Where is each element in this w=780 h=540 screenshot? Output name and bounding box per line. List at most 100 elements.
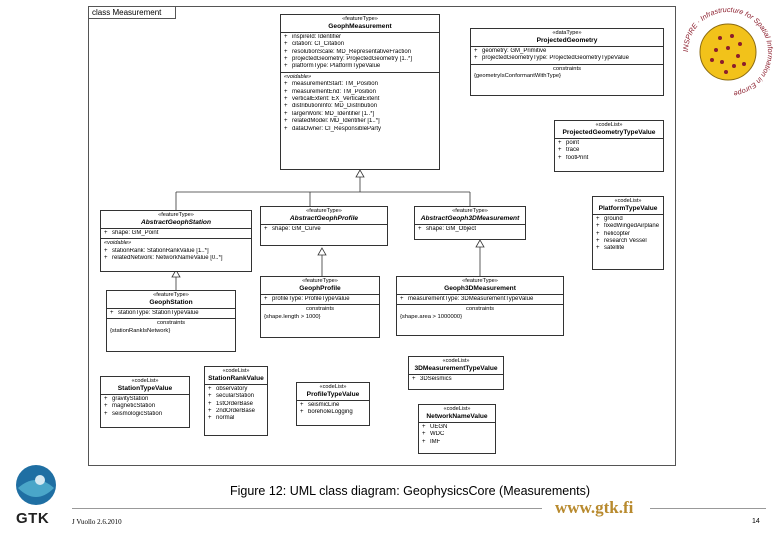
attribute-list: +profileType: ProfileTypeValue: [261, 295, 379, 306]
row-text: inspireId: Identifier: [292, 33, 342, 40]
code-value: +normal: [208, 415, 264, 422]
class-stationtypevalue: «codeList» StationTypeValue +gravityStat…: [100, 376, 190, 428]
voidable-label: «voidable»: [284, 73, 312, 80]
stereotype-label: «featureType»: [302, 278, 338, 284]
class-abstractgeophstation: «featureType» AbstractGeophStation +shap…: [100, 210, 252, 272]
row-text: projectedGeometryType: ProjectedGeometry…: [482, 55, 629, 62]
row-text: relatedModel: MD_Identifier [1..*]: [292, 118, 380, 125]
code-value: +fixedWingedAirplane: [596, 223, 660, 230]
attribute-row: +relatedNetwork: NetworkNameValue [0..*]: [104, 255, 248, 262]
class-name: AbstractGeoph3DMeasurement: [420, 215, 520, 223]
stereotype-label: «codeList»: [595, 122, 623, 128]
visibility-marker: +: [104, 410, 108, 417]
page-number: 14: [752, 518, 760, 525]
value-list: +3DSeismics: [409, 375, 503, 384]
row-text: shape: GM_Object: [426, 225, 477, 232]
visibility-marker: +: [596, 238, 600, 245]
visibility-marker: +: [422, 431, 426, 438]
code-value: +boreholeLogging: [300, 409, 366, 416]
code-value: + trace: [558, 147, 660, 154]
visibility-marker: +: [284, 96, 288, 103]
class-geophstation: «featureType» GeophStation +stationType:…: [106, 290, 236, 352]
visibility-marker: +: [422, 423, 426, 430]
row-text: verticalExtent: EX_VerticalExtent: [292, 96, 380, 103]
row-text: gravityStation: [112, 395, 149, 402]
row-text: dataOwner: CI_ResponsibleParty: [292, 125, 382, 132]
stereotype-label: «codeList»: [443, 406, 471, 412]
stereotype-label: «codeList»: [442, 358, 470, 364]
code-value: +2ndOrderBase: [208, 408, 264, 415]
attribute-row: + measurementStart: TM_Position: [284, 81, 436, 88]
constraints-title: constraints: [465, 306, 495, 313]
attribute-row: +stationRank: StationRankValue [1..*]: [104, 248, 248, 255]
attribute-row: +dataOwner: CI_ResponsibleParty: [284, 126, 436, 133]
visibility-marker: +: [264, 295, 268, 302]
class-3dmeasurementtypevalue: «codeList» 3DMeasurementTypeValue +3DSei…: [408, 356, 504, 390]
visibility-marker: +: [558, 147, 562, 154]
value-list: +ground+fixedWingedAirplane+helicopter+r…: [593, 215, 663, 254]
row-text: UEGN: [430, 423, 448, 430]
code-value: +1stOrderBase: [208, 401, 264, 408]
row-text: observatory: [216, 385, 248, 392]
visibility-marker: +: [208, 408, 212, 415]
class-name: Geoph3DMeasurement: [444, 285, 516, 293]
row-text: satellite: [604, 245, 625, 252]
row-text: magneticStation: [112, 403, 156, 410]
class-name: ProjectedGeometryTypeValue: [562, 129, 656, 137]
attribute-row: +stationType: StationTypeValue: [110, 310, 232, 317]
code-value: +seismicLine: [300, 402, 366, 409]
row-text: research Vessel: [604, 238, 647, 245]
visibility-marker: +: [104, 395, 108, 402]
row-text: geometry: GM_Primitive: [482, 47, 547, 54]
visibility-marker: +: [208, 400, 212, 407]
row-text: relatedNetwork: NetworkNameValue [0..*]: [112, 255, 223, 262]
visibility-marker: +: [474, 55, 478, 62]
diagram-frame: class Measurement: [88, 6, 676, 466]
constraints-title: constraints: [156, 320, 186, 327]
class-networknamevalue: «codeList» NetworkNameValue +UEGN+WDC+IM…: [418, 404, 496, 454]
stereotype-label: «featureType»: [158, 212, 194, 218]
attribute-list: +stationType: StationTypeValue: [107, 309, 235, 320]
row-text: IMF: [430, 438, 441, 445]
stereotype-label: «featureType»: [306, 208, 342, 214]
row-text: shape: GM_Point: [112, 229, 159, 236]
visibility-marker: +: [596, 215, 600, 222]
gen-arrow-main: [355, 169, 365, 178]
class-name: GeophStation: [149, 299, 193, 307]
attribute-row: +relatedModel: MD_Identifier [1..*]: [284, 118, 436, 125]
footer-url[interactable]: www.gtk.fi: [555, 498, 634, 517]
row-text: 3DSeismics: [420, 375, 452, 382]
row-text: citation: CI_Citation: [292, 41, 345, 48]
class-name: GeophProfile: [299, 285, 341, 293]
visibility-marker: +: [284, 81, 288, 88]
visibility-marker: +: [284, 88, 288, 95]
code-value: +WDC: [422, 431, 492, 438]
row-text: point: [566, 139, 580, 146]
constraints-title: constraints: [305, 306, 335, 313]
inspire-logo: INSPIRE · Infrastructure for Spatial Inf…: [681, 5, 775, 99]
stereotype-label: «codeList»: [222, 368, 250, 374]
row-text: 2ndOrderBase: [216, 408, 256, 415]
row-text: trace: [566, 147, 580, 154]
stereotype-label: «featureType»: [153, 292, 189, 298]
visibility-marker: +: [474, 47, 478, 54]
attribute-row: + verticalExtent: EX_VerticalExtent: [284, 96, 436, 103]
row-text: stationType: StationTypeValue: [118, 309, 199, 316]
class-name: 3DMeasurementTypeValue: [414, 365, 498, 373]
code-value: +footPrint: [558, 155, 660, 162]
attribute-row: +inspireId: Identifier: [284, 34, 436, 41]
visibility-marker: +: [596, 230, 600, 237]
visibility-marker: +: [422, 438, 426, 445]
row-text: resolutionScale: MD_RepresentativeFracti…: [292, 48, 412, 55]
footer-rule-right: [650, 508, 766, 509]
attribute-row: +profileType: ProfileTypeValue: [264, 296, 376, 303]
class-projectedgeometrytypevalue: «codeList» ProjectedGeometryTypeValue + p…: [554, 120, 664, 172]
class-projectedgeometry: «dataType» ProjectedGeometry +geometry: …: [470, 28, 664, 96]
stereotype-label: «codeList»: [319, 384, 347, 390]
row-text: measurementStart: TM_Position: [292, 81, 378, 88]
value-list: + UEGN+WDC+ IMF: [419, 423, 495, 447]
stereotype-label: «dataType»: [552, 30, 582, 36]
code-value: +magneticStation: [104, 403, 186, 410]
attribute-list: +shape: GM_Curve: [261, 225, 387, 234]
